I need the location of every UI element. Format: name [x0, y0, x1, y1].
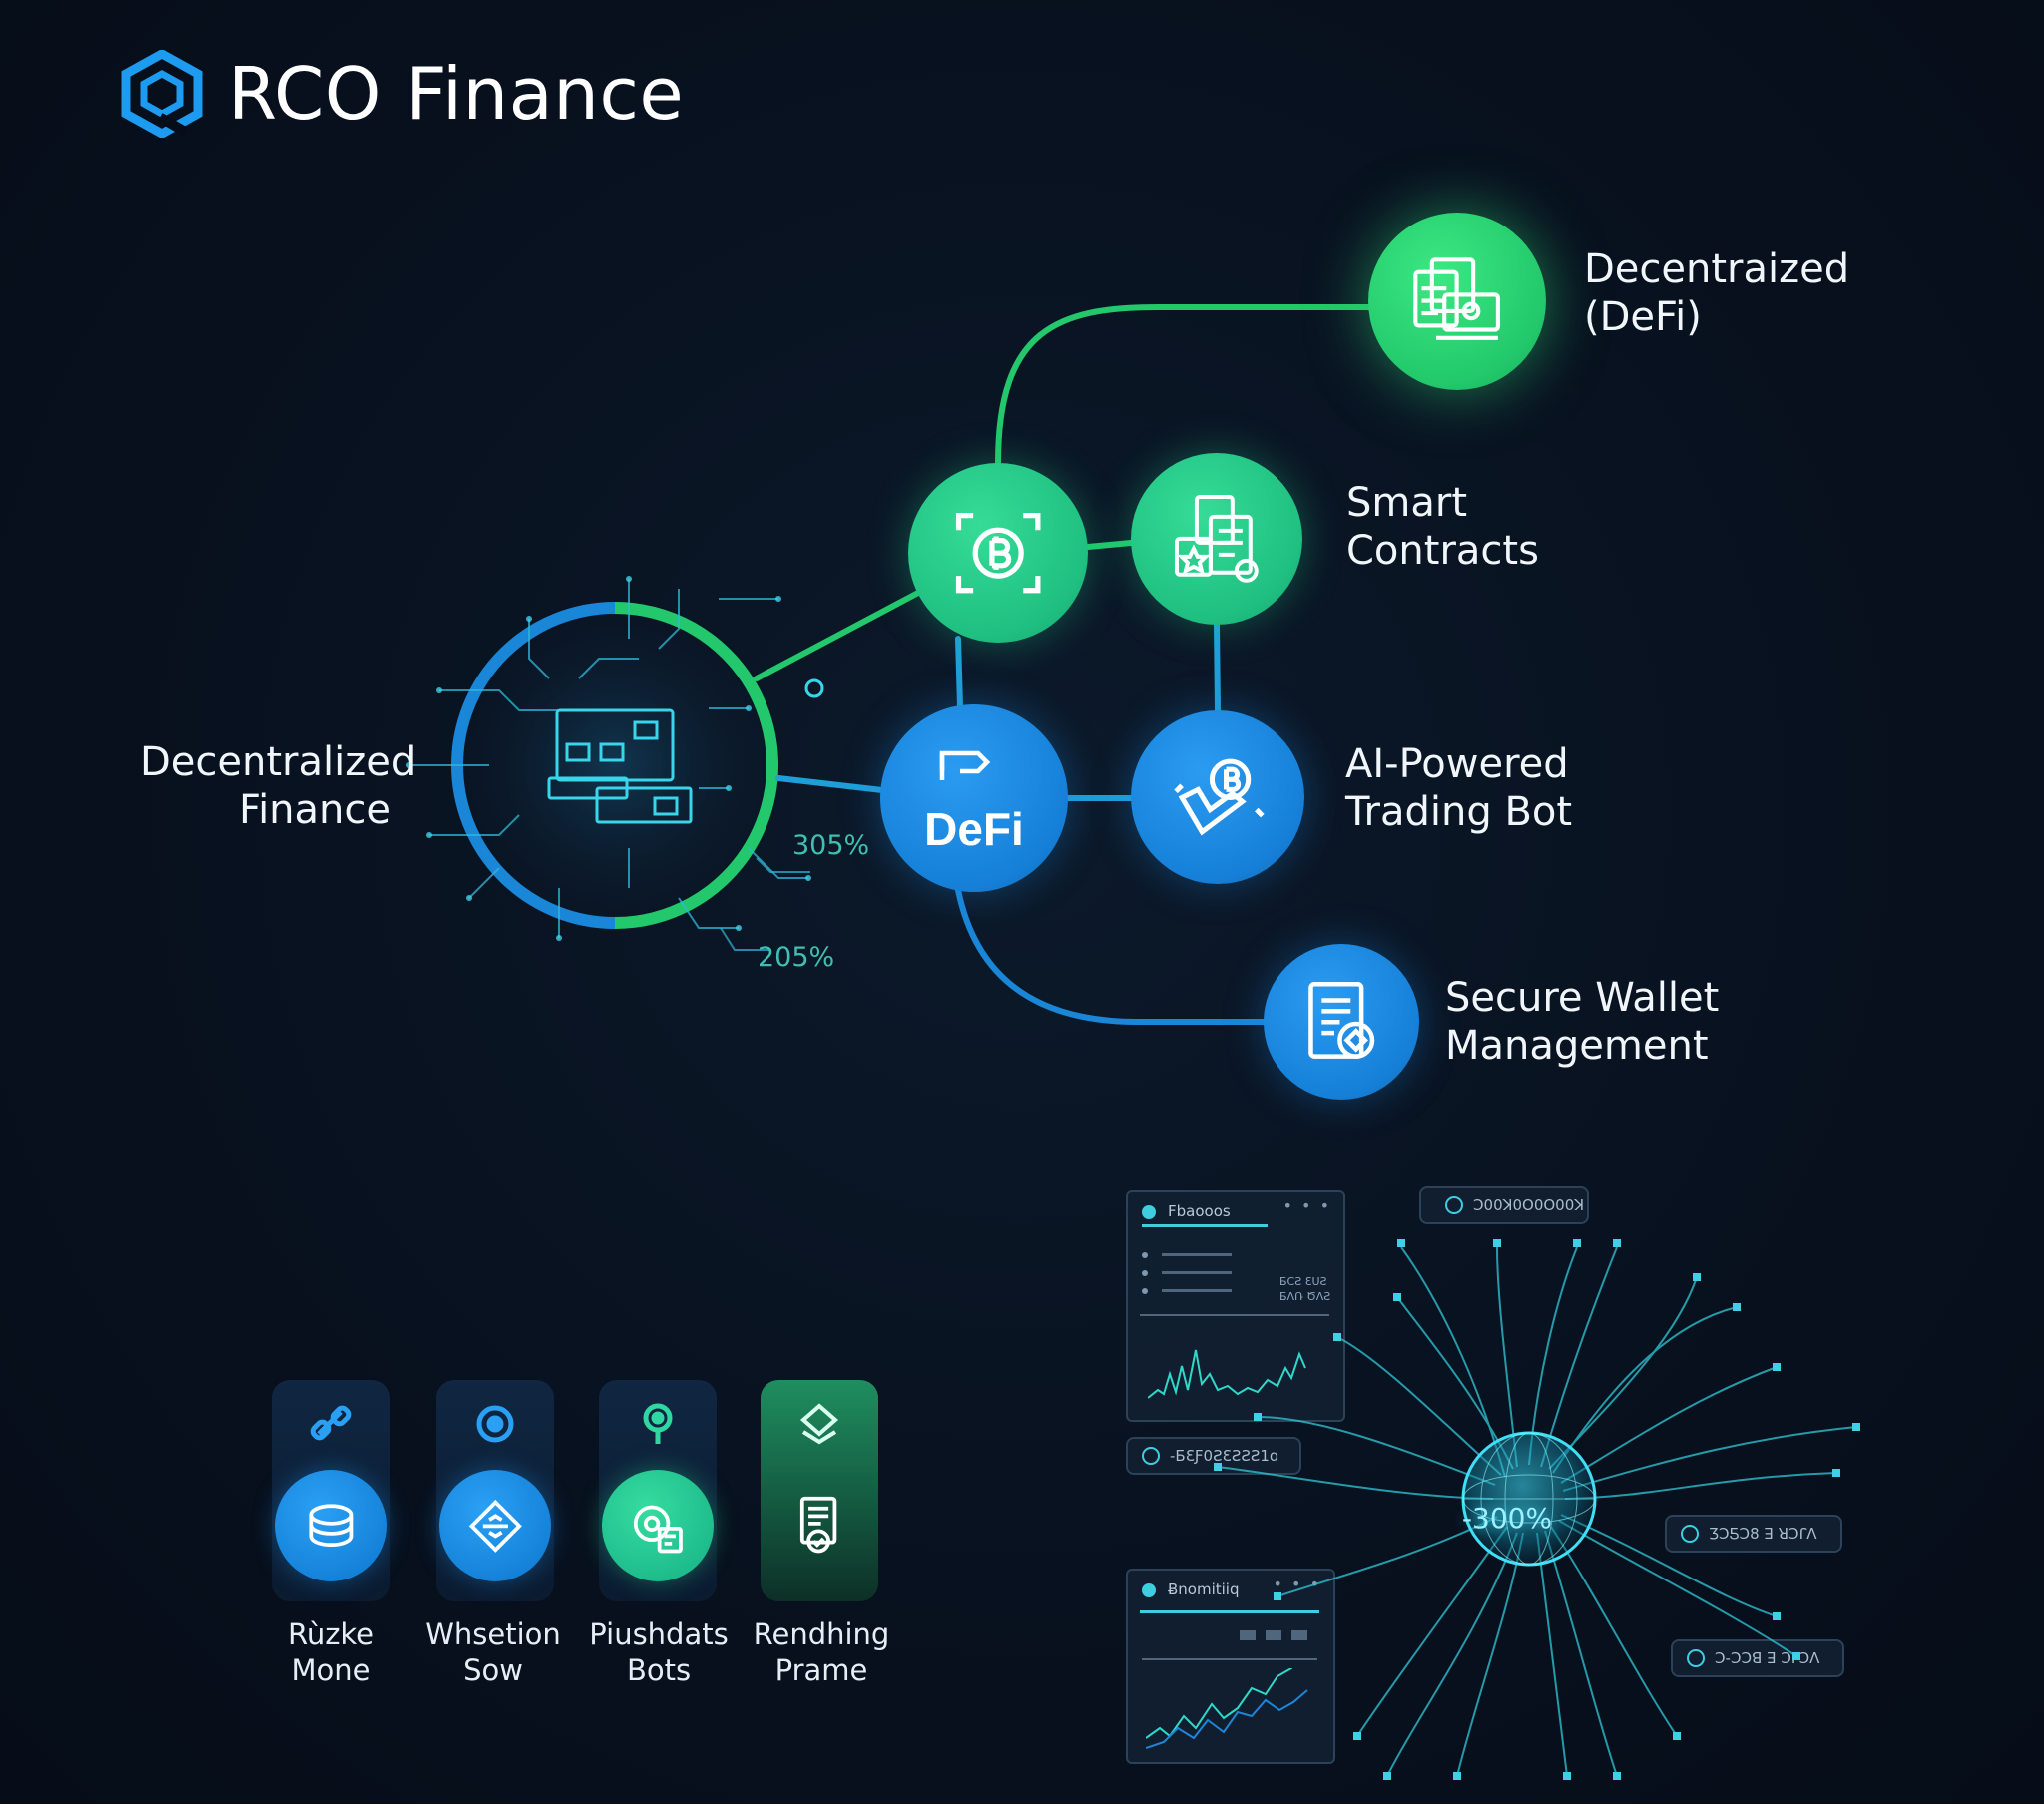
documents-icon [1413, 257, 1501, 341]
node-secure-wallet[interactable] [1264, 944, 1419, 1100]
bitcoin-hand-icon [1173, 758, 1265, 836]
coin-document-icon [633, 1505, 683, 1553]
link-bitcoin-to-defi-top [995, 304, 1372, 466]
chip-value: -ƂƐƑ0ƧƐƧƧƧ1ɑ [1170, 1447, 1279, 1465]
dashboard-panel-analytics: Ƀnomitiiq • • • [1126, 1569, 1335, 1764]
contract-documents-icon [1175, 495, 1259, 583]
wallet-document-icon [1307, 981, 1375, 1059]
node-bitcoin[interactable] [908, 463, 1088, 643]
brand-title: RCO Finance [228, 52, 685, 136]
shield-icon [1687, 1649, 1705, 1667]
bitcoin-scan-icon [955, 512, 1041, 594]
globe-value: -300% [1461, 1502, 1553, 1535]
pen-icon [1142, 1447, 1160, 1465]
feature-circle [764, 1470, 875, 1581]
link-circle-to-bitcoin [754, 590, 921, 681]
line-chart [1146, 1668, 1308, 1749]
stat-percentage-2: 205% [758, 942, 835, 973]
chip-icon [468, 1499, 522, 1553]
feature-card[interactable] [436, 1380, 554, 1601]
chip-value: ƷƆƼƆ8 ꓱ ꓤꓛꓩꓥ [1709, 1525, 1817, 1543]
document-shield-icon [799, 1496, 836, 1553]
rco-logo-icon [121, 50, 203, 138]
panel-title: Fbaooos [1168, 1202, 1231, 1220]
panel-status-icon [1142, 1583, 1156, 1597]
feature-circle [275, 1470, 387, 1581]
feature-card[interactable] [599, 1380, 717, 1601]
feature-card[interactable] [761, 1380, 878, 1601]
node-decentralized-defi[interactable] [1368, 213, 1546, 390]
chip-icon [1445, 1196, 1463, 1214]
value-chip-top[interactable]: ꓛ00ꓘ0ꓳ0ꓳ00ꓘ [1419, 1186, 1589, 1224]
chip-value: ꓛ00ꓘ0ꓳ0ꓳ00ꓘ [1473, 1196, 1585, 1214]
layers-icon [309, 1504, 353, 1547]
node-ai-trading-bot[interactable] [1131, 710, 1304, 884]
hub-label: DeFi [924, 803, 1024, 855]
shield-icon [1681, 1525, 1699, 1543]
link-icon [310, 1405, 352, 1441]
feature-circle [439, 1470, 551, 1581]
sparkline-chart [1148, 1349, 1306, 1399]
panel-title: Ƀnomitiiq [1168, 1580, 1240, 1598]
decentralized-finance-circuit-graphic [406, 576, 824, 941]
stat-percentage-1: 305% [792, 830, 870, 861]
node-smart-contracts[interactable] [1131, 453, 1302, 625]
pin-icon [643, 1403, 673, 1444]
circuit-globe-network [1214, 1239, 1860, 1780]
diamond-icon [799, 1403, 839, 1445]
value-chip-right-1[interactable]: ƷƆƼƆ8 ꓱ ꓤꓛꓩꓥ [1665, 1515, 1842, 1553]
target-icon [476, 1405, 514, 1443]
feature-card[interactable] [272, 1380, 390, 1601]
feature-circle [602, 1470, 714, 1581]
link-contracts-to-bot [1214, 622, 1221, 713]
panel-status-icon [1142, 1205, 1156, 1219]
link-circle-to-hub [775, 775, 885, 793]
link-bitcoin-to-hub [955, 636, 963, 709]
label-decentralized-defi: Decentraized(DeFi) [1584, 246, 1850, 340]
more-icon[interactable]: • • • [1282, 1196, 1331, 1215]
node-defi-hub[interactable]: DeFi [880, 704, 1068, 892]
more-icon[interactable]: • • • [1273, 1575, 1321, 1593]
link-hub-to-wallet [955, 887, 1267, 1025]
link-bitcoin-to-contracts [1085, 540, 1134, 550]
link-arrow-icon [939, 750, 991, 780]
